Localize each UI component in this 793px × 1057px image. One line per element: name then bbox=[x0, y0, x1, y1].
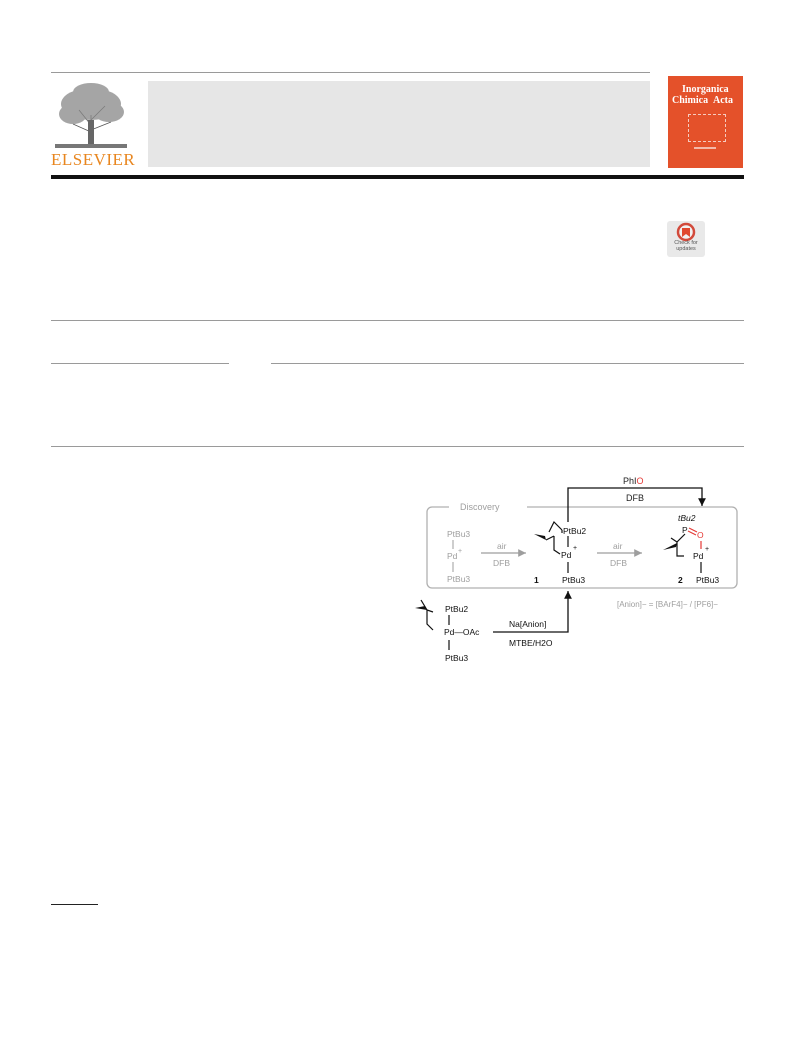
complex-1 bbox=[545, 520, 569, 573]
discovery-label: Discovery bbox=[460, 502, 500, 512]
precursor-metal: Pd—OAc bbox=[444, 627, 480, 637]
c1-ligand-bottom: PtBu3 bbox=[562, 575, 585, 585]
section-rule-3 bbox=[51, 446, 744, 447]
cover-art bbox=[688, 114, 726, 142]
c2-charge: + bbox=[705, 546, 709, 553]
step1-solvent: DFB bbox=[493, 558, 510, 568]
step2-reagent: air bbox=[613, 541, 623, 551]
c1-ligand-top: PtBu2 bbox=[563, 526, 586, 536]
complex-2 bbox=[670, 533, 702, 573]
cover-strip bbox=[694, 147, 716, 149]
c2-metal: Pd bbox=[693, 551, 704, 561]
publisher-logo bbox=[51, 80, 131, 150]
bookmark-icon bbox=[676, 222, 696, 242]
c2-oxygen: O bbox=[697, 530, 704, 540]
c1-label: 1 bbox=[534, 575, 539, 585]
precursor-ligand-bottom: PtBu3 bbox=[445, 653, 468, 663]
reaction-scheme: Discovery PhIO DFB PtBu3 Pd + PtBu3 air … bbox=[415, 476, 738, 663]
c1-charge: + bbox=[573, 545, 577, 552]
cover-title-3: Acta bbox=[713, 95, 733, 106]
precursor-ligand-top: PtBu2 bbox=[445, 604, 468, 614]
start-metal: Pd bbox=[447, 551, 458, 561]
c1-metal: Pd bbox=[561, 550, 572, 560]
start-charge: + bbox=[458, 548, 462, 555]
elsevier-tree-icon bbox=[55, 83, 127, 148]
journal-cover[interactable]: Inorganica Chimica Acta bbox=[668, 76, 743, 168]
c2-tbu: tBu2 bbox=[678, 513, 696, 523]
section-rule-2a bbox=[51, 363, 229, 364]
header-thick-rule bbox=[51, 175, 744, 179]
step2-solvent: DFB bbox=[610, 558, 627, 568]
cover-title-2: Chimica bbox=[672, 95, 709, 106]
start-ligand-bottom: PtBu3 bbox=[447, 574, 470, 584]
c2-ligand-bottom: PtBu3 bbox=[696, 575, 719, 585]
start-ligand-top: PtBu3 bbox=[447, 529, 470, 539]
footnote-rule bbox=[51, 904, 98, 905]
step1-reagent: air bbox=[497, 541, 507, 551]
header-top-rule bbox=[51, 72, 650, 73]
phio-solvent: DFB bbox=[626, 493, 644, 503]
phio-bracket-arrow bbox=[567, 487, 706, 522]
salt-reagent: Na[Anion] bbox=[509, 619, 546, 629]
phio-reagent: PhIO bbox=[623, 476, 644, 486]
journal-banner bbox=[148, 81, 650, 167]
section-rule-2b bbox=[271, 363, 744, 364]
cover-title-1: Inorganica bbox=[682, 84, 729, 95]
c2-phosphorus: P bbox=[682, 525, 688, 535]
discovery-box bbox=[426, 506, 738, 589]
anion-definition: [Anion]− = [BArF4]− / [PF6]− bbox=[617, 600, 718, 609]
c2-label: 2 bbox=[678, 575, 683, 585]
salt-solvent: MTBE/H2O bbox=[509, 638, 553, 648]
publisher-name: ELSEVIER bbox=[51, 150, 136, 169]
salt-metathesis-arrow bbox=[493, 591, 572, 633]
section-rule-1 bbox=[51, 320, 744, 321]
